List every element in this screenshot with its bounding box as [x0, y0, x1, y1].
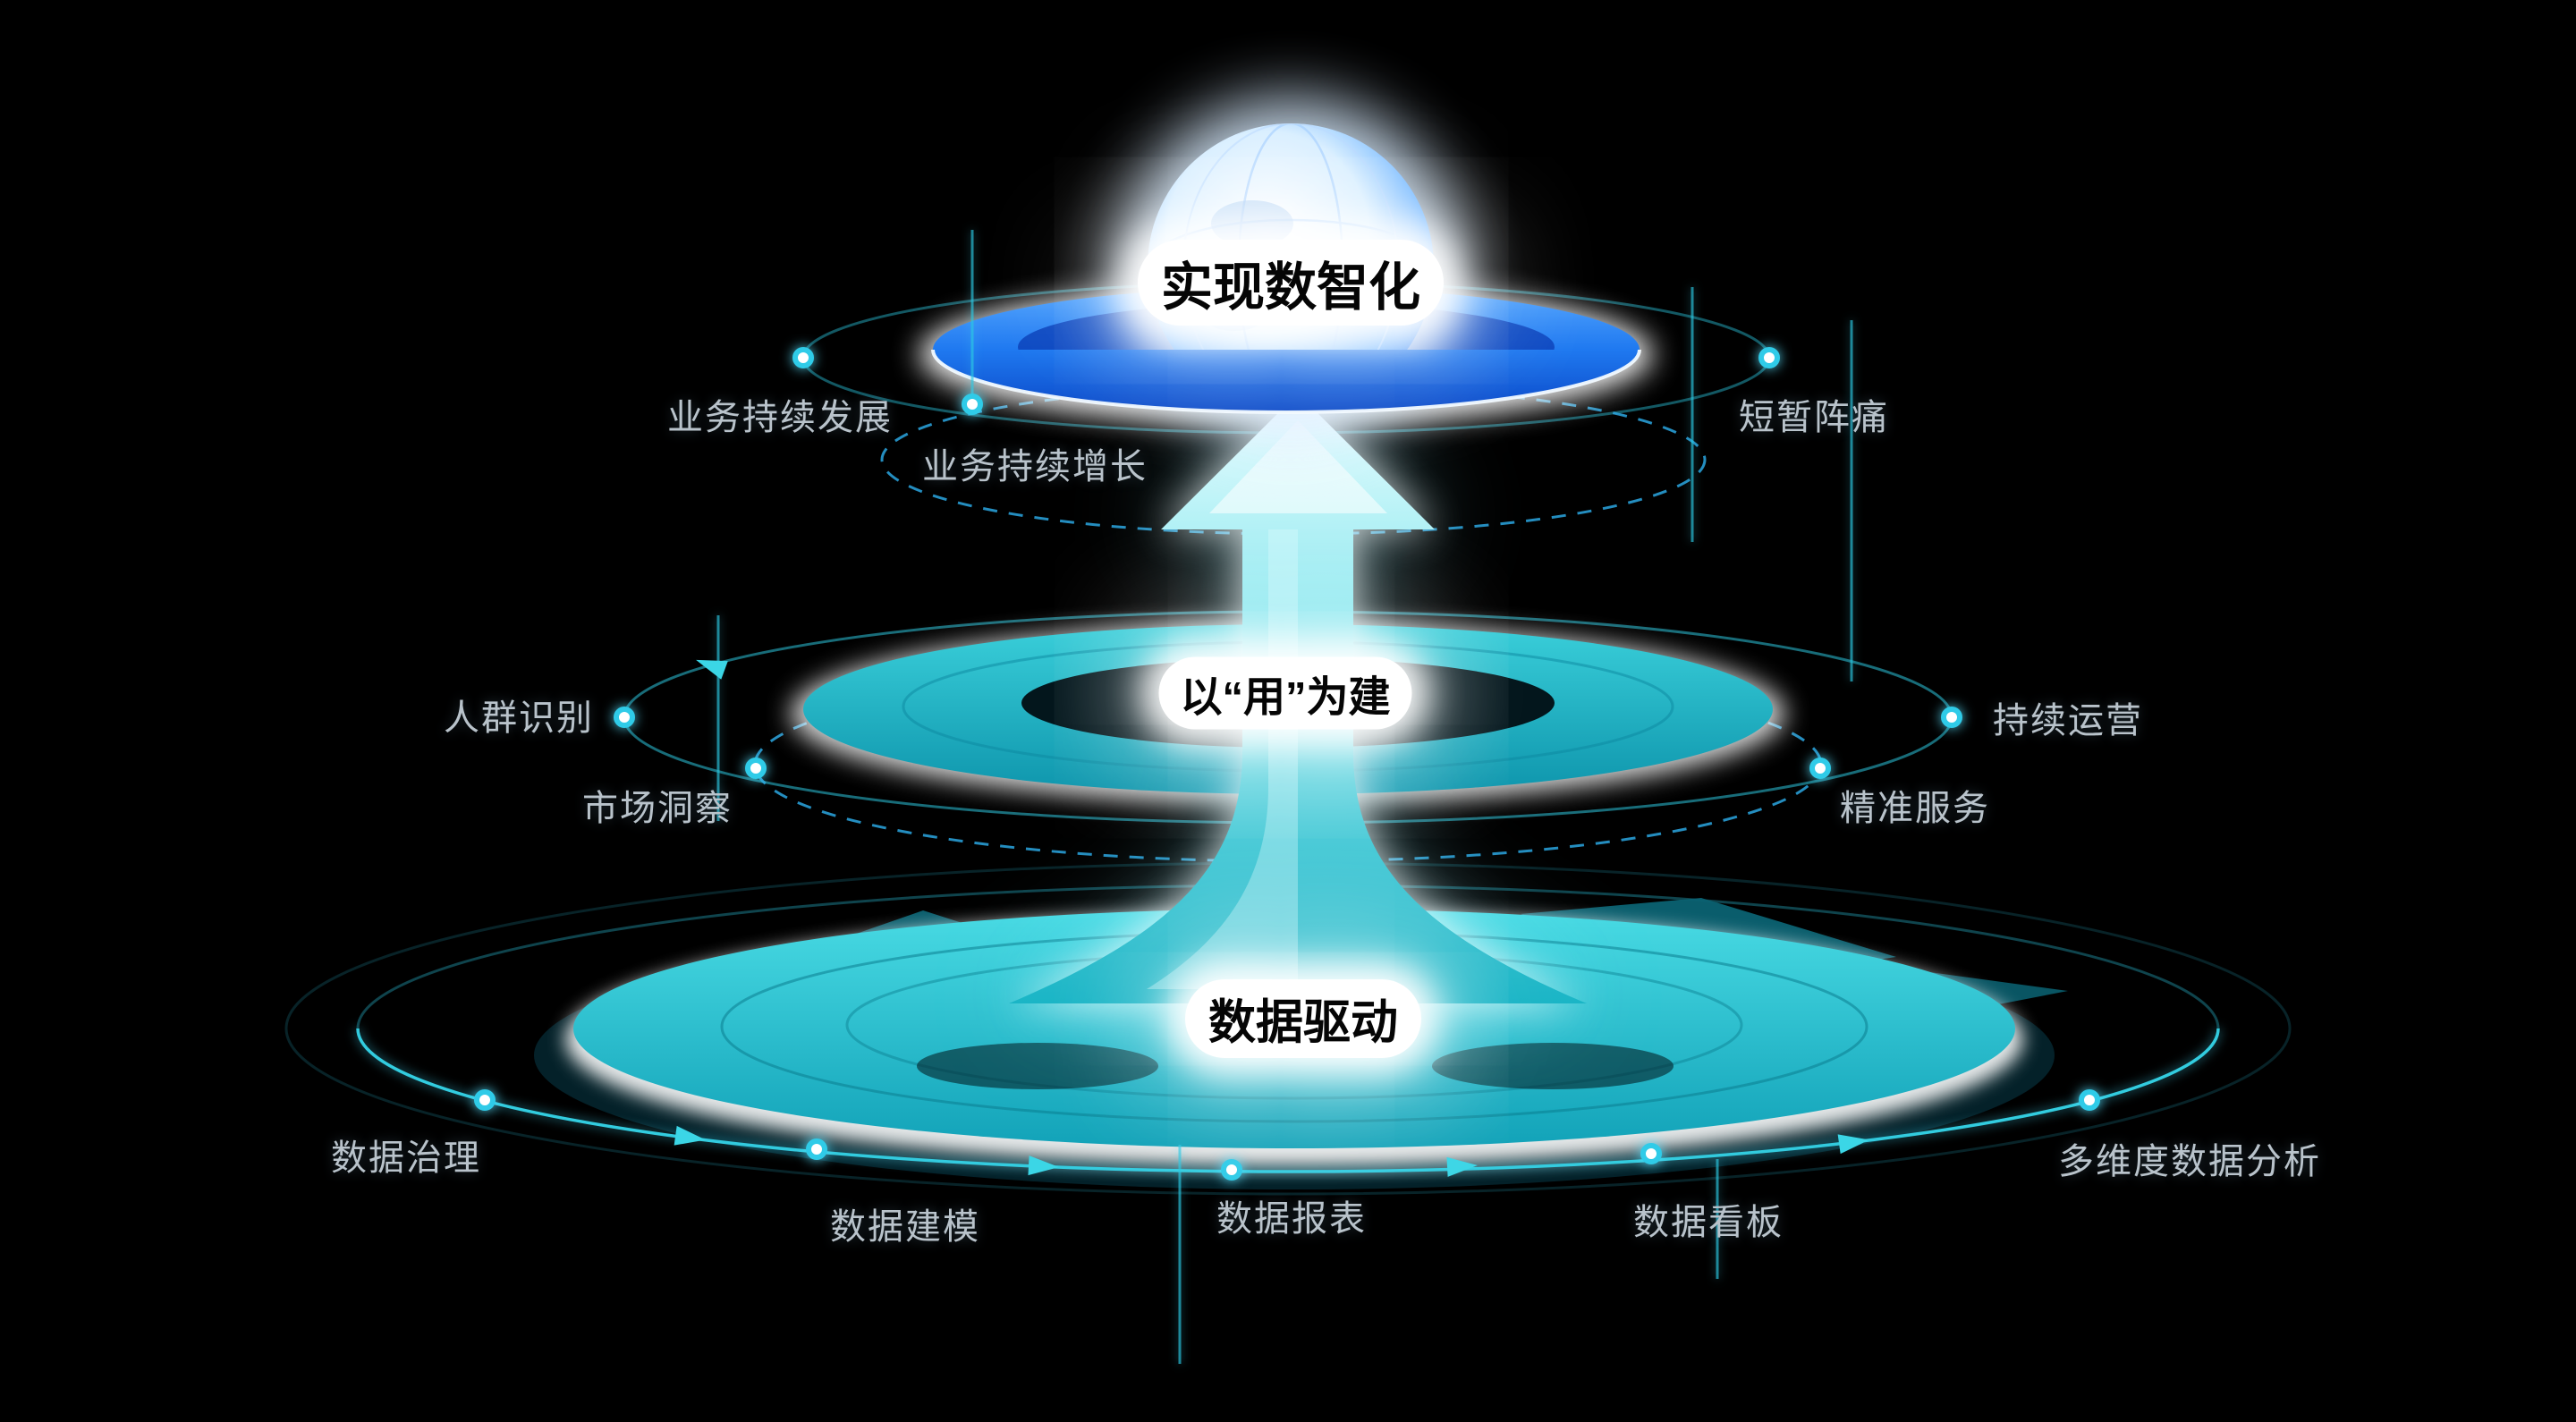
label-precise-service: 精准服务 [1840, 789, 1990, 828]
top-ring-front [931, 349, 1641, 414]
node-dot-icon [1941, 707, 1962, 728]
flow-arrow-icon [674, 1125, 706, 1146]
top-tier-label: 实现数智化 [1137, 240, 1445, 326]
guide-lines [716, 230, 1853, 1364]
label-data-dashboard: 数据看板 [1633, 1203, 1784, 1242]
label-data-governance: 数据治理 [331, 1138, 481, 1178]
flow-arrow-icon [1028, 1155, 1059, 1176]
label-continuous-operation: 持续运营 [1993, 701, 2143, 741]
label-business-development: 业务持续发展 [667, 398, 893, 437]
label-data-modeling: 数据建模 [830, 1207, 980, 1247]
flow-arrow-icon [1837, 1134, 1869, 1155]
label-multidim-analysis: 多维度数据分析 [2058, 1142, 2321, 1181]
flow-arrowheads [674, 659, 1869, 1177]
node-dot-icon [474, 1089, 496, 1111]
flow-arrow-icon [696, 659, 728, 680]
node-dot-icon [792, 347, 814, 368]
node-dot-icon [614, 707, 635, 728]
label-short-pain: 短暂阵痛 [1739, 398, 1889, 437]
node-dot-icon [1640, 1143, 1662, 1164]
label-market-insight: 市场洞察 [582, 789, 733, 828]
bottom-tier-label: 数据驱动 [1185, 979, 1421, 1058]
node-dot-icon [2079, 1089, 2100, 1111]
node-dot-icon [1221, 1159, 1242, 1181]
node-dot-icon [1809, 758, 1831, 779]
node-dot-icon [745, 758, 767, 779]
label-crowd-identification: 人群识别 [444, 698, 594, 738]
label-data-report: 数据报表 [1216, 1199, 1367, 1239]
node-dot-icon [806, 1138, 827, 1160]
flow-arrow-icon [1446, 1156, 1478, 1177]
middle-tier-label: 以“用”为建 [1158, 656, 1412, 730]
orbit-nodes [474, 347, 2100, 1181]
label-business-growth: 业务持续增长 [922, 447, 1148, 487]
node-dot-icon [1758, 347, 1780, 368]
node-dot-icon [962, 394, 983, 415]
